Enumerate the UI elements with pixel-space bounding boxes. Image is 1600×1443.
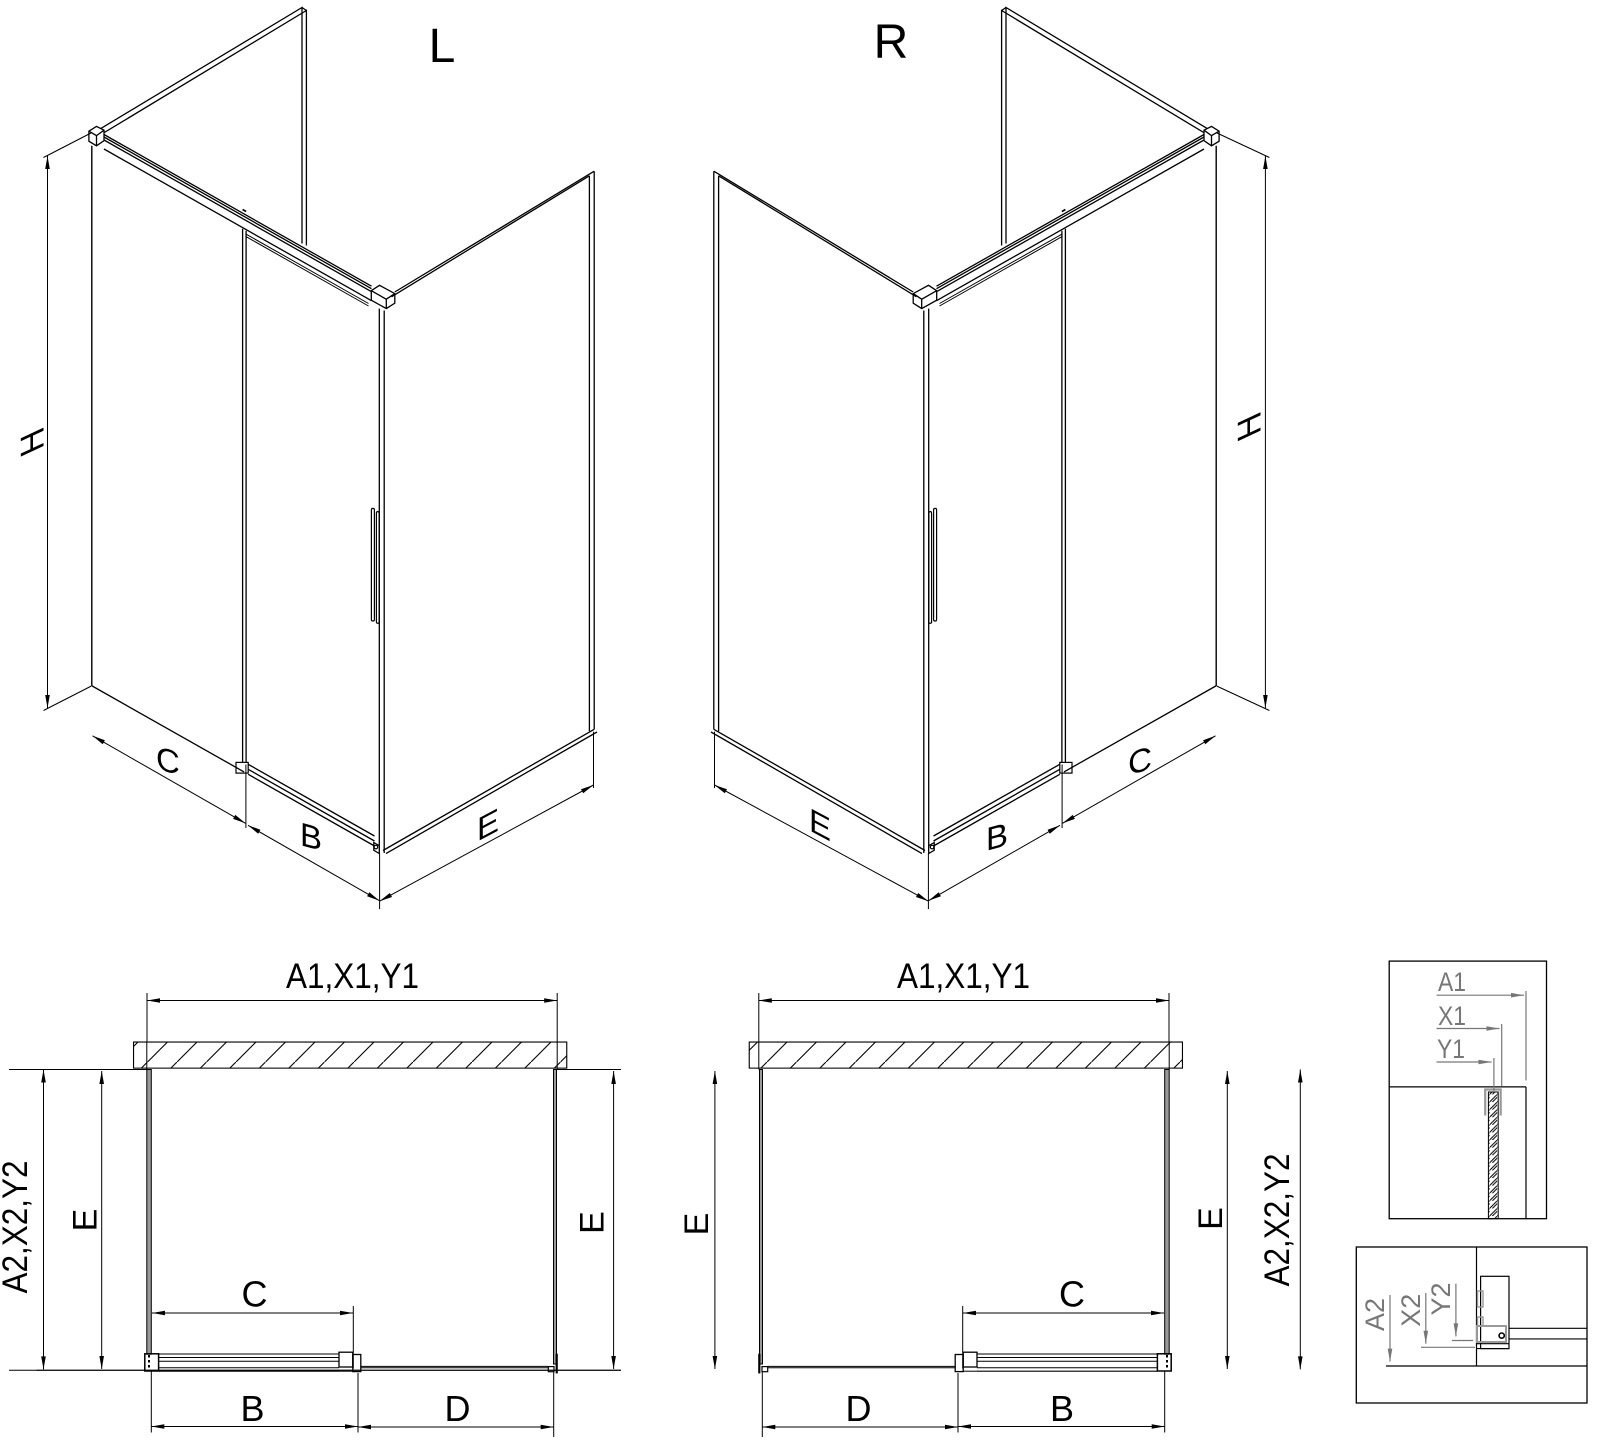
svg-text:D: D xyxy=(445,1388,471,1429)
svg-text:B: B xyxy=(240,1388,264,1429)
svg-text:D: D xyxy=(846,1388,872,1429)
svg-text:E: E xyxy=(678,1213,716,1236)
svg-text:A2: A2 xyxy=(1360,1298,1390,1331)
svg-text:C: C xyxy=(1059,1274,1085,1315)
svg-text:E: E xyxy=(574,1211,612,1234)
svg-text:X2: X2 xyxy=(1396,1294,1426,1327)
svg-text:E: E xyxy=(67,1209,105,1232)
svg-text:A2,X2,Y2: A2,X2,Y2 xyxy=(0,1161,35,1294)
svg-text:C: C xyxy=(242,1274,268,1315)
svg-text:A1,X1,Y1: A1,X1,Y1 xyxy=(897,957,1030,996)
svg-text:Y2: Y2 xyxy=(1426,1283,1456,1316)
svg-text:A1: A1 xyxy=(1438,967,1466,997)
svg-text:Y1: Y1 xyxy=(1437,1034,1465,1064)
svg-text:E: E xyxy=(809,801,831,849)
svg-text:C: C xyxy=(156,740,180,783)
svg-text:X1: X1 xyxy=(1438,1001,1466,1031)
svg-text:E: E xyxy=(477,801,499,849)
svg-text:A2,X2,Y2: A2,X2,Y2 xyxy=(1258,1154,1297,1287)
svg-text:A1,X1,Y1: A1,X1,Y1 xyxy=(286,957,419,996)
svg-text:R: R xyxy=(874,16,909,69)
svg-text:E: E xyxy=(1192,1207,1230,1230)
svg-text:B: B xyxy=(986,817,1008,859)
svg-text:B: B xyxy=(300,817,322,859)
svg-text:B: B xyxy=(1050,1388,1074,1429)
svg-text:L: L xyxy=(429,20,456,73)
svg-text:C: C xyxy=(1128,740,1152,783)
